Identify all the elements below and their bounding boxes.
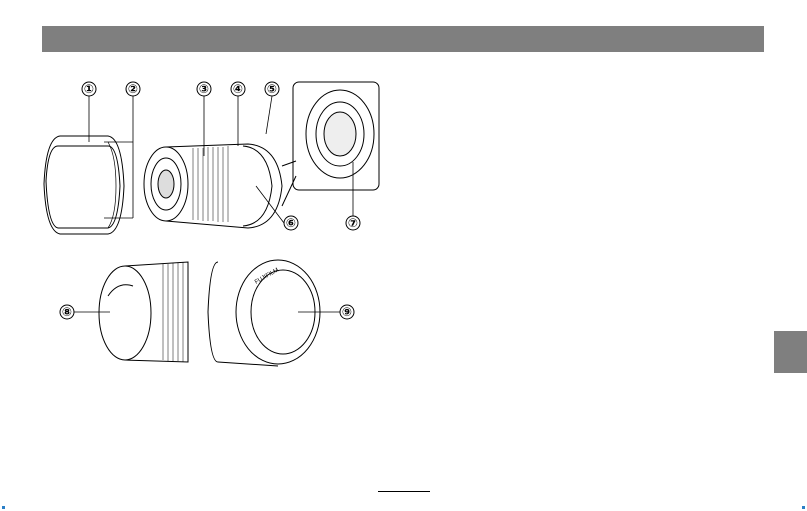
page-number-line — [378, 491, 430, 492]
svg-text:⑦: ⑦ — [348, 216, 358, 230]
callout-8: ⑧ — [60, 305, 74, 319]
corner-mark-left — [2, 506, 5, 509]
svg-text:⑨: ⑨ — [342, 305, 352, 319]
front-cap-icon — [99, 262, 188, 362]
lens-parts-diagram: ① ② ③ ④ ⑤ ⑥ ⑦ ⑧ ⑨ — [38, 76, 388, 376]
corner-mark-right — [802, 506, 805, 509]
svg-text:④: ④ — [233, 82, 243, 96]
callout-9: ⑨ — [340, 305, 354, 319]
lens-hood-icon — [44, 136, 124, 234]
callout-7: ⑦ — [346, 216, 360, 230]
callout-6: ⑥ — [284, 216, 298, 230]
svg-text:⑥: ⑥ — [286, 216, 296, 230]
chapter-tab — [774, 331, 807, 373]
callout-5: ⑤ — [265, 82, 279, 96]
svg-text:①: ① — [84, 82, 94, 96]
callout-3: ③ — [197, 82, 211, 96]
svg-text:②: ② — [128, 82, 138, 96]
callout-1: ① — [82, 82, 96, 96]
lens-mount-detail-icon — [293, 82, 379, 190]
rear-cap-icon: FUJIFILM — [208, 260, 320, 366]
section-header-bar — [42, 26, 764, 52]
lens-body-icon — [144, 144, 296, 228]
svg-text:⑧: ⑧ — [62, 305, 72, 319]
callout-2: ② — [126, 82, 140, 96]
svg-text:⑤: ⑤ — [267, 82, 277, 96]
rear-cap-brand-text: FUJIFILM — [254, 267, 280, 285]
svg-text:③: ③ — [199, 82, 209, 96]
callout-4: ④ — [231, 82, 245, 96]
